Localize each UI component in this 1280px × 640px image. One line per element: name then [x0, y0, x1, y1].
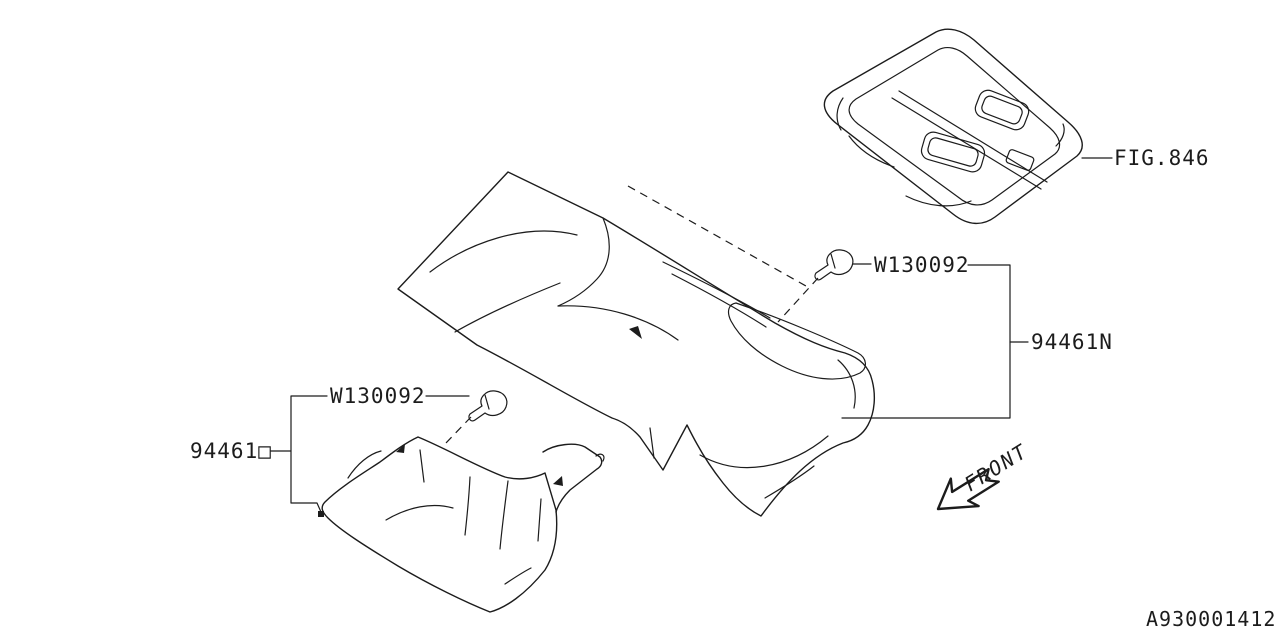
- lower-panel-crease-3: [419, 449, 425, 483]
- lower-panel-bracket: [290, 395, 328, 513]
- lower-panel-direction-arrow-2: [553, 476, 563, 486]
- console-opening-upper: [974, 89, 1030, 131]
- lower-panel-crease-7: [504, 567, 532, 585]
- main-panel-label: 94461N: [1031, 330, 1113, 354]
- overhead-console-figure: [823, 28, 1083, 225]
- main-panel-lobe-crease-3: [764, 465, 815, 499]
- main-panel-hump-curve: [557, 217, 610, 307]
- main-roof-trim-panel: [397, 171, 876, 517]
- clip-lower-dashed-leader: [443, 416, 472, 446]
- lower-panel-crease-4: [464, 476, 471, 536]
- lower-roof-trim-panel: [321, 436, 605, 613]
- lower-panel-flap-curl: [595, 453, 605, 462]
- clip-upper-dashed-leader: [777, 277, 819, 323]
- main-panel-bracket: [841, 264, 1011, 419]
- fig-reference-label: FIG.846: [1114, 146, 1210, 170]
- main-panel-saddle-line: [557, 305, 679, 341]
- console-crease-2: [848, 135, 895, 168]
- lower-panel-flap: [542, 443, 603, 513]
- front-arrow-icon: FRONT: [936, 439, 1032, 511]
- lower-panel-crease-6: [537, 498, 542, 542]
- clip-upper-label: W130092: [874, 253, 970, 277]
- lower-panel-direction-arrow-1: [396, 444, 405, 453]
- drawing-number-label: A930001412: [1146, 607, 1276, 631]
- front-arrow-outline: [936, 467, 1000, 511]
- clip-lower-icon: [468, 390, 508, 422]
- front-label: FRONT: [960, 439, 1032, 497]
- main-panel-crease-wing-1: [429, 230, 578, 273]
- main-panel-crease-wing-2: [454, 282, 561, 333]
- console-inner-outline: [848, 46, 1061, 206]
- main-panel-direction-arrow: [629, 326, 642, 339]
- console-latch-detail: [1005, 149, 1035, 171]
- console-rail-line-1: [898, 90, 1048, 183]
- clip-upper-icon: [814, 249, 854, 281]
- lower-panel-crease-2: [385, 504, 454, 521]
- main-panel-band-line-2: [671, 273, 767, 328]
- main-panel-outline: [397, 171, 876, 517]
- lower-panel-crease-5: [499, 480, 509, 550]
- hidden-edge-dashed-line: [627, 185, 807, 287]
- lower-panel-outline: [321, 436, 558, 613]
- console-outer-outline: [823, 28, 1083, 225]
- console-rail-line-2: [891, 97, 1042, 190]
- clip-lower-label: W130092: [330, 384, 426, 408]
- console-crease-1: [836, 97, 844, 131]
- main-panel-lobe-crease-1: [699, 435, 829, 469]
- leader-lines: [270, 157, 1113, 517]
- main-panel-lobe-crease-2: [837, 359, 856, 409]
- console-crease-3: [905, 195, 972, 207]
- lower-panel-leader-dot: [318, 511, 324, 517]
- lower-panel-label: 94461□: [190, 439, 272, 463]
- main-panel-cutout: [727, 302, 866, 380]
- console-crease-4: [1055, 123, 1065, 147]
- main-panel-notch-line: [649, 427, 655, 459]
- console-opening-lower: [920, 131, 986, 173]
- lower-panel-crease-1: [347, 450, 382, 479]
